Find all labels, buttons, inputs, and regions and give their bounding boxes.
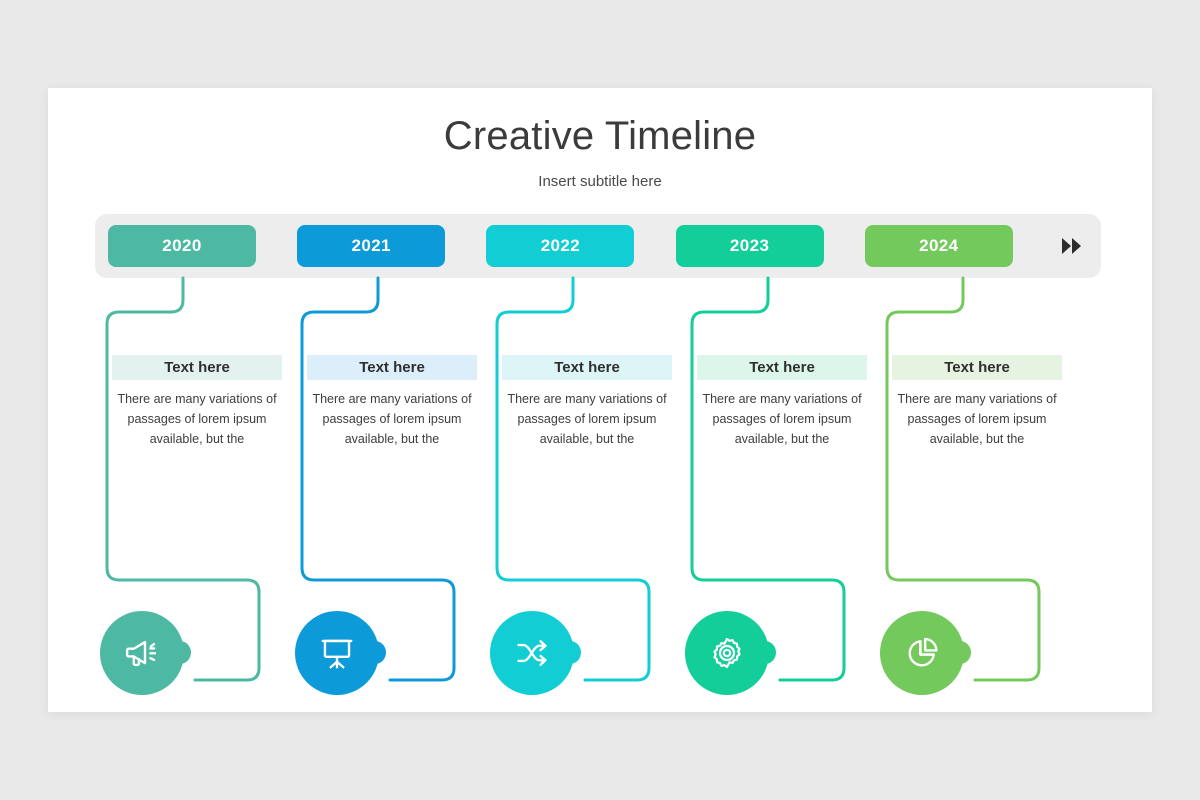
year-tab-label: 2024 — [919, 236, 959, 255]
icon-badge — [295, 611, 386, 695]
icon-badge — [880, 611, 971, 695]
info-card-heading: Text here — [697, 355, 867, 380]
page-title: Creative Timeline — [443, 114, 757, 158]
year-tab-label: 2020 — [162, 236, 202, 255]
info-card-heading: Text here — [112, 355, 282, 380]
info-card-body: There are many variations of passages of… — [507, 392, 667, 446]
info-card-body: There are many variations of passages of… — [312, 392, 472, 446]
info-card-heading: Text here — [307, 355, 477, 380]
shuffle-icon[interactable] — [490, 611, 574, 695]
info-card-body: There are many variations of passages of… — [897, 392, 1057, 446]
year-tab-label: 2022 — [540, 236, 581, 255]
page-subtitle: Insert subtitle here — [538, 173, 662, 190]
year-tab-track: 2020 2021 2022 2023 2024 — [95, 214, 1101, 278]
year-tab-list: 2020 2021 2022 2023 2024 — [95, 214, 1101, 278]
info-card-body: There are many variations of passages of… — [117, 392, 277, 446]
year-tab-2022[interactable]: 2022 — [486, 225, 635, 267]
slide-canvas: Creative Timeline Insert subtitle here 2… — [48, 88, 1152, 712]
info-card-heading: Text here — [892, 355, 1062, 380]
info-card-body: There are many variations of passages of… — [702, 392, 862, 446]
gear-icon[interactable] — [685, 611, 769, 695]
fast-forward-icon[interactable] — [1054, 238, 1088, 254]
presentation-board-icon[interactable] — [295, 611, 379, 695]
year-tab-2020[interactable]: 2020 — [108, 225, 256, 267]
icon-badge — [685, 611, 776, 695]
year-tab-2024[interactable]: 2024 — [864, 225, 1013, 267]
slide-header: Creative Timeline Insert subtitle here — [48, 88, 1152, 190]
year-tab-2023[interactable]: 2023 — [675, 225, 824, 267]
info-card-heading: Text here — [502, 355, 672, 380]
year-tab-label: 2021 — [351, 236, 391, 255]
icon-badge — [490, 611, 581, 695]
icon-badge — [100, 611, 191, 695]
megaphone-icon[interactable] — [100, 611, 184, 695]
year-tab-2021[interactable]: 2021 — [297, 225, 446, 267]
pie-chart-icon[interactable] — [880, 611, 964, 695]
year-tab-label: 2023 — [729, 236, 770, 255]
